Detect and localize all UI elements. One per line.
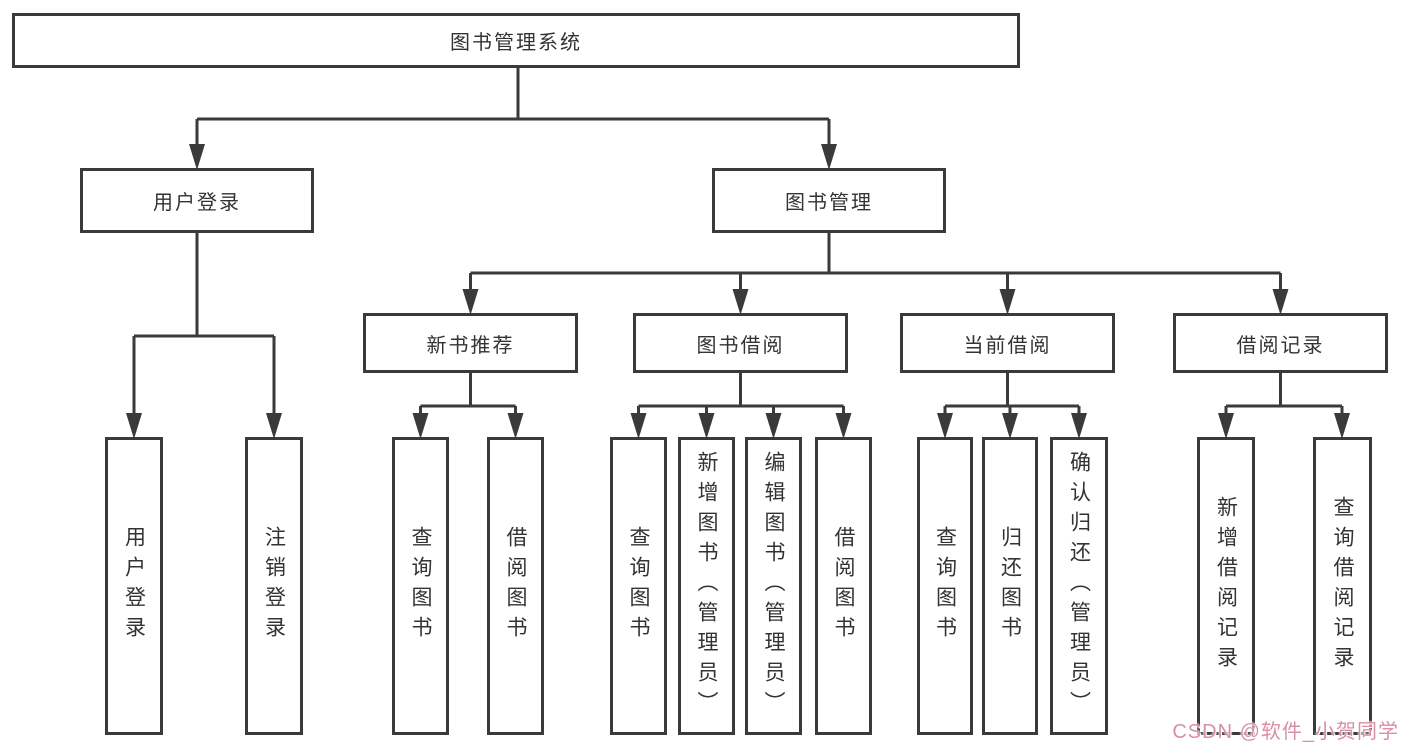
node-label: 当前借阅 [963, 334, 1052, 357]
leaf-label: 借阅图书 [832, 526, 855, 646]
leaf-edit-book-admin: 编辑图书（管理员） [745, 437, 802, 735]
node-label: 新书推荐 [426, 334, 515, 357]
leaf-label: 注销登录 [262, 526, 286, 646]
leaf-query-books-borrow: 查询图书 [610, 437, 667, 735]
leaf-label: 查询图书 [409, 526, 432, 646]
node-label: 用户登录 [153, 192, 241, 214]
node-label: 借阅记录 [1236, 334, 1325, 357]
leaf-query-books-current: 查询图书 [917, 437, 973, 735]
leaf-logout: 注销登录 [245, 437, 303, 735]
node-borrow-records: 借阅记录 [1173, 313, 1388, 373]
leaf-label: 新增借阅记录 [1214, 496, 1238, 676]
leaf-label: 编辑图书（管理员） [762, 451, 785, 721]
leaf-label: 查询借阅记录 [1331, 496, 1354, 676]
node-book-borrow: 图书借阅 [633, 313, 848, 373]
node-library-management-system: 图书管理系统 [12, 13, 1020, 68]
leaf-return-book: 归还图书 [982, 437, 1038, 735]
node-label: 图书管理系统 [450, 32, 582, 54]
leaf-query-books-recommend: 查询图书 [392, 437, 449, 735]
leaf-label: 查询图书 [627, 526, 650, 646]
node-new-book-recommend: 新书推荐 [363, 313, 578, 373]
leaf-label: 确认归还（管理员） [1067, 451, 1091, 721]
leaf-borrow-books: 借阅图书 [815, 437, 872, 735]
csdn-watermark: CSDN @软件_小贺同学 [1172, 721, 1399, 743]
leaf-add-borrow-record: 新增借阅记录 [1197, 437, 1255, 735]
leaf-add-book-admin: 新增图书（管理员） [678, 437, 735, 735]
leaf-label: 借阅图书 [504, 526, 527, 646]
node-book-management: 图书管理 [712, 168, 946, 233]
leaf-user-login: 用户登录 [105, 437, 163, 735]
node-label: 图书管理 [785, 192, 873, 214]
leaf-borrow-books-recommend: 借阅图书 [487, 437, 544, 735]
node-current-borrow: 当前借阅 [900, 313, 1115, 373]
leaf-confirm-return-admin: 确认归还（管理员） [1050, 437, 1108, 735]
node-user-login: 用户登录 [80, 168, 314, 233]
leaf-label: 新增图书（管理员） [695, 451, 718, 721]
leaf-query-borrow-record: 查询借阅记录 [1313, 437, 1372, 735]
leaf-label: 查询图书 [933, 526, 957, 646]
leaf-label: 用户登录 [122, 526, 146, 646]
node-label: 图书借阅 [696, 334, 785, 357]
leaf-label: 归还图书 [998, 526, 1022, 646]
